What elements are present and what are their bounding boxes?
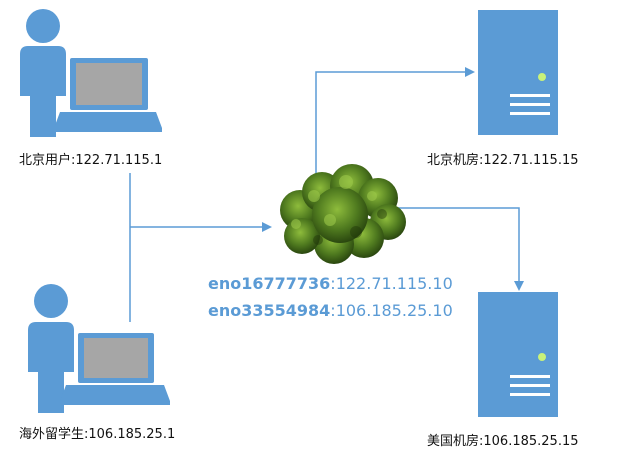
interface-name: eno33554984 (208, 301, 330, 320)
interface-line: eno33554984:106.185.25.10 (208, 301, 453, 320)
beijing-user-label: 北京用户:122.71.115.1 (19, 149, 162, 168)
user-with-laptop-icon (28, 284, 170, 413)
us-server-label: 美国机房:106.185.25.15 (427, 430, 579, 449)
interface-ip: 122.71.115.10 (336, 274, 453, 293)
network-cloud-icon (280, 164, 406, 264)
overseas-student-label: 海外留学生:106.185.25.1 (19, 423, 175, 442)
server-icon (478, 10, 558, 135)
user-with-laptop-icon (20, 9, 162, 137)
interface-name: eno16777736 (208, 274, 330, 293)
interface-line: eno16777736:122.71.115.10 (208, 274, 453, 293)
beijing-server-label: 北京机房:122.71.115.15 (427, 149, 579, 168)
interface-ip: 106.185.25.10 (336, 301, 453, 320)
server-icon (478, 292, 558, 417)
